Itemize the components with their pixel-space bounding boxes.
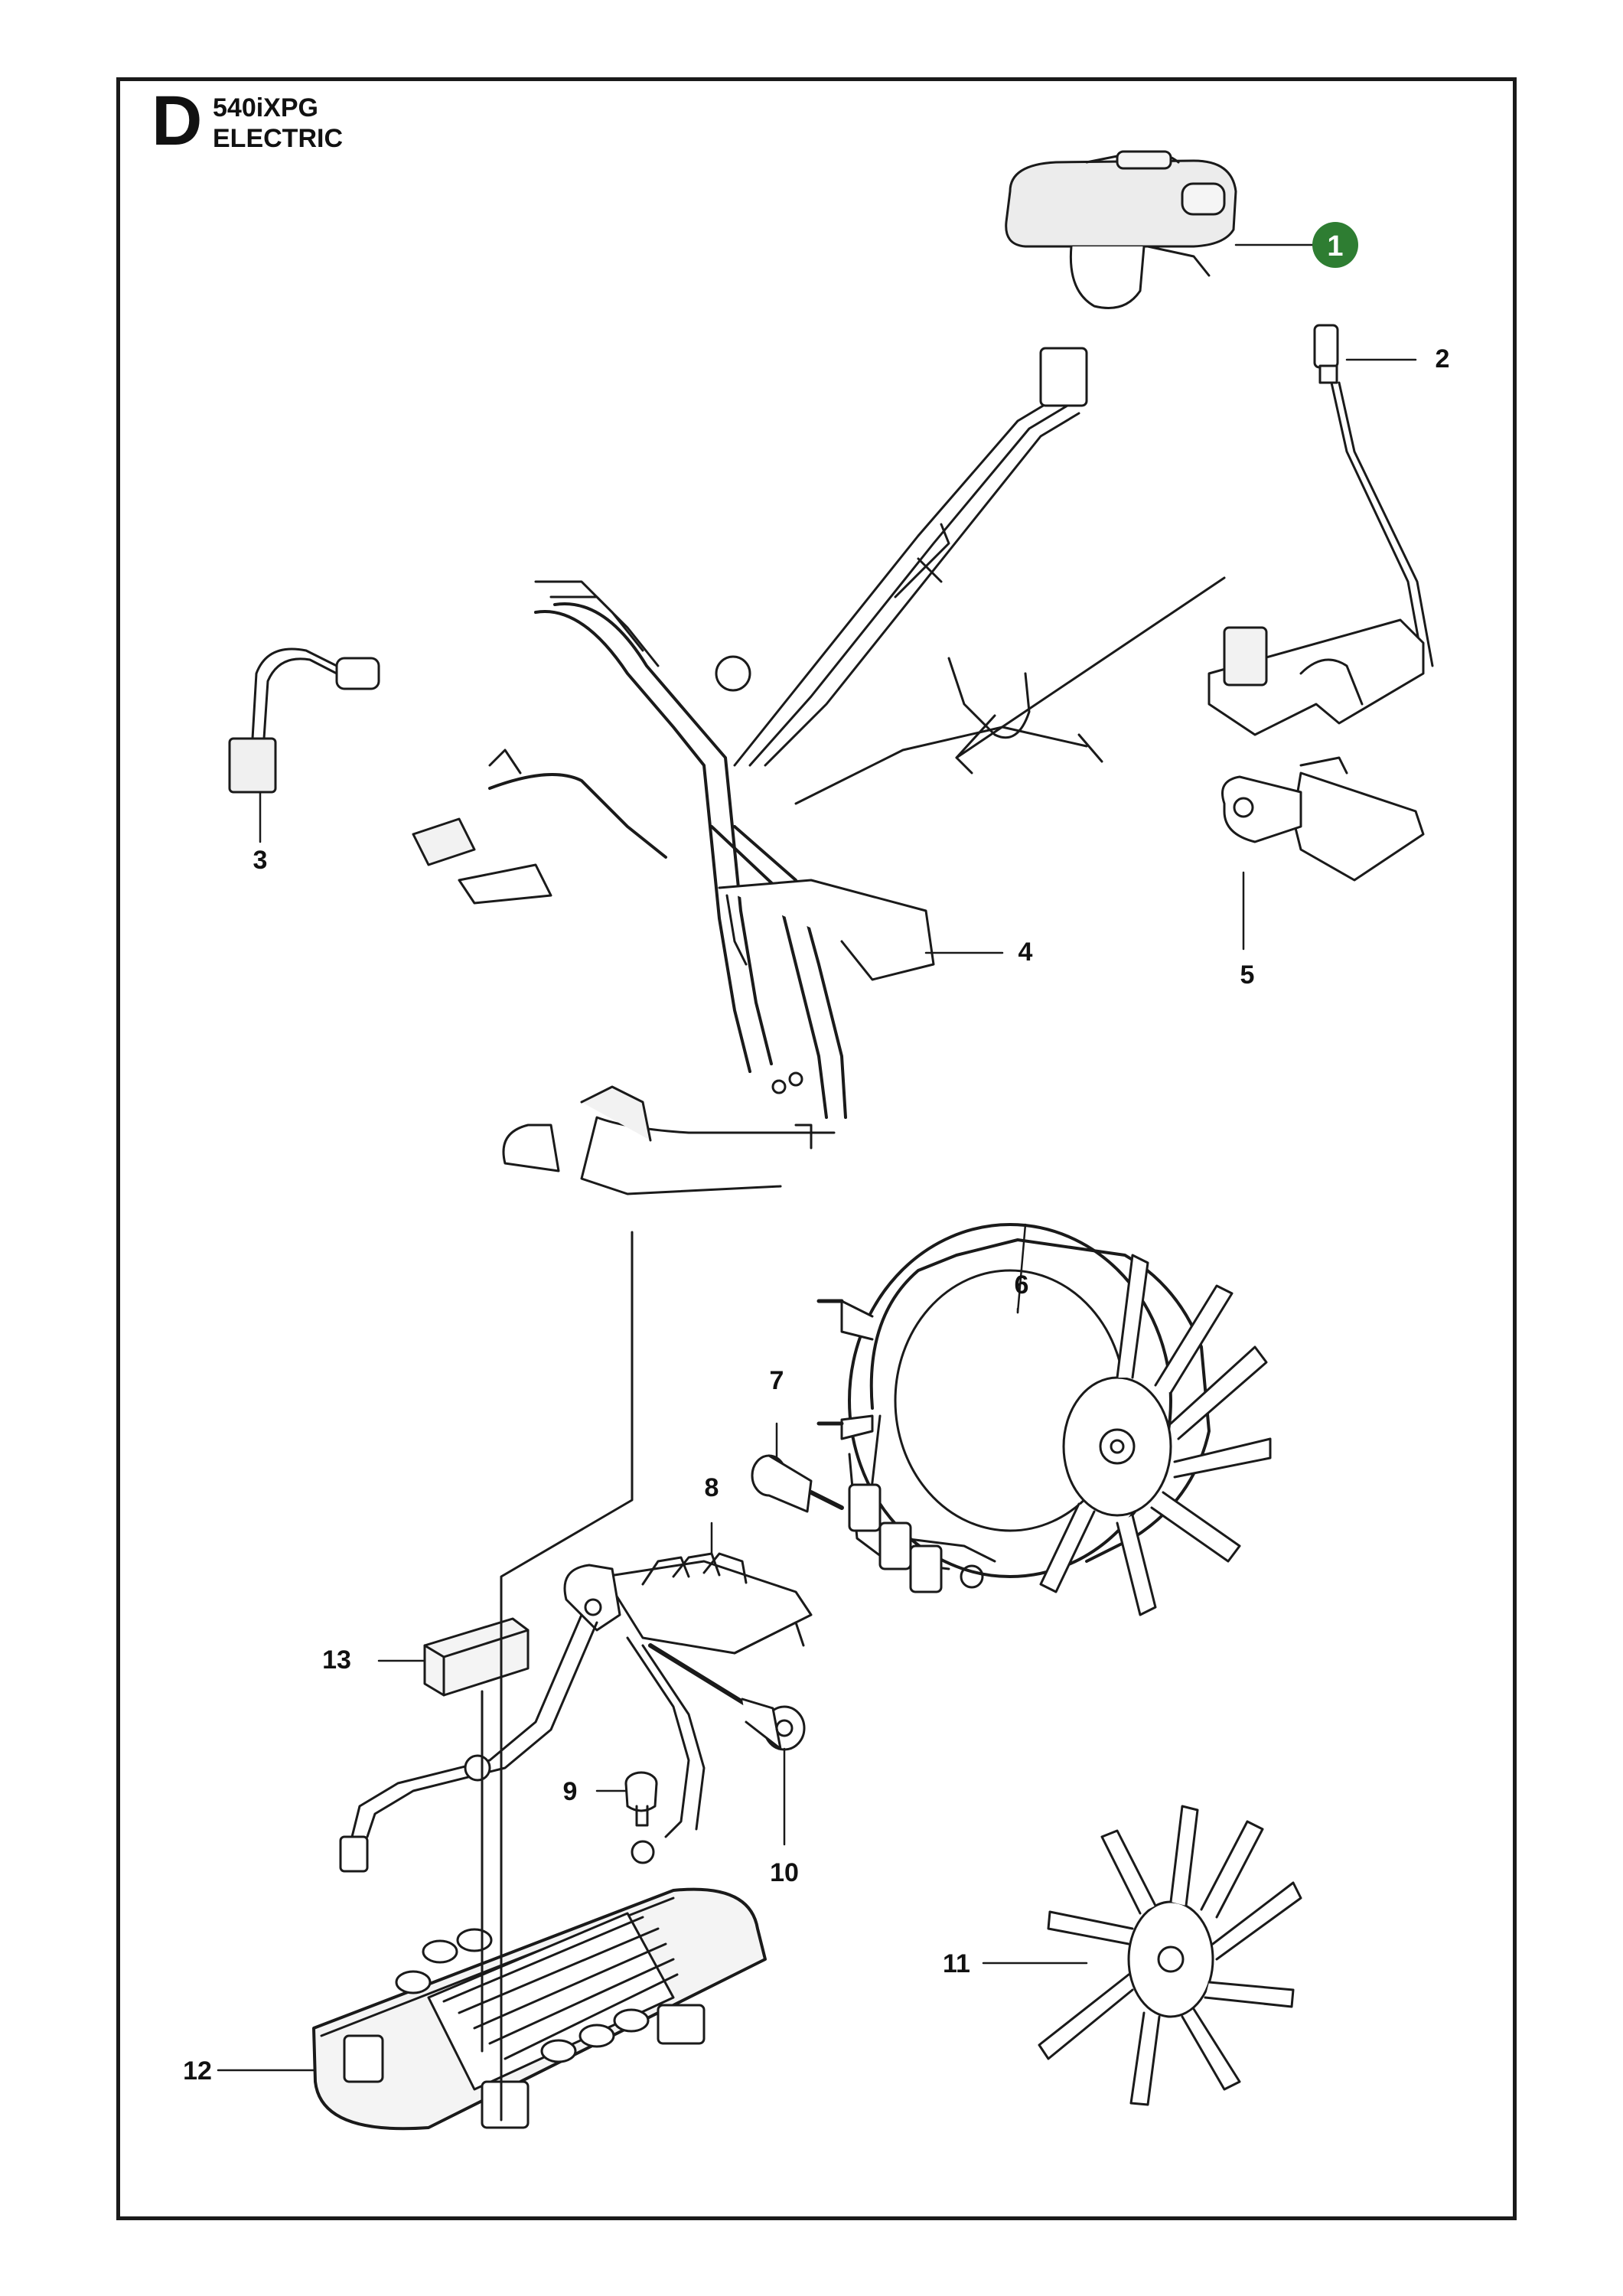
part-7-bolt: [751, 1454, 844, 1513]
callout-3: 3: [253, 846, 268, 875]
part-11-fan: [1038, 1805, 1302, 2106]
part-1-control-cover: [1005, 150, 1237, 309]
callout-leaders: [217, 243, 1417, 2072]
module-wires: [339, 1613, 706, 1873]
callout-6: 6: [1015, 1270, 1029, 1300]
part-4-wiring-harness: [412, 347, 1103, 1195]
part-5-bracket: [1221, 756, 1425, 882]
callout-1: 1: [1327, 230, 1343, 263]
part-10-bolt: [648, 1643, 806, 1751]
callout-9: 9: [563, 1777, 578, 1806]
part-9-screw: [624, 1771, 658, 1827]
callout-11: 11: [943, 1949, 970, 1978]
model-name: 540iXPG: [213, 93, 318, 122]
callout-12: 12: [183, 2056, 212, 2086]
callout-8: 8: [705, 1473, 719, 1502]
callout-badge-1: [1312, 222, 1358, 268]
part-13-spacer-block: [423, 1617, 530, 1697]
callout-2: 2: [1436, 344, 1450, 373]
stator-fan: [1039, 1254, 1272, 1616]
callout-13: 13: [322, 1645, 351, 1675]
part-2-sensor-cable: [1207, 324, 1434, 736]
callout-5: 5: [1240, 960, 1255, 990]
callout-4: 4: [1018, 938, 1033, 967]
section-letter: D: [152, 82, 203, 160]
diagram-frame: [116, 77, 1517, 2220]
callout-10: 10: [770, 1858, 799, 1887]
callout-labels: 1 2 3 4 5 6 7 8 9 10 11 12 13: [183, 222, 1449, 2086]
part-12-control-module: [312, 1887, 767, 2131]
part-8-terminal-block: [563, 1552, 813, 1655]
group-name: ELECTRIC: [213, 124, 343, 153]
part-3-switch: [228, 647, 380, 794]
callout-7: 7: [770, 1366, 784, 1395]
